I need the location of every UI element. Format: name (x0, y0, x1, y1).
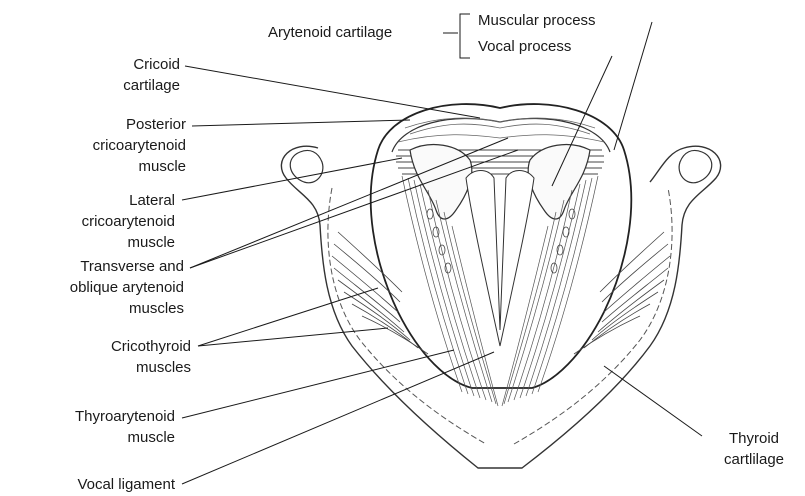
label-line: Transverse and (70, 256, 184, 277)
label-vocal-process: Vocal process (478, 36, 571, 57)
label-line: Cricothyroid (111, 336, 191, 357)
label-line: Posterior (93, 114, 186, 135)
label-thyroarytenoid: Thyroarytenoid muscle (75, 406, 175, 448)
label-transverse-oblique-arytenoid: Transverse and oblique arytenoid muscles (70, 256, 184, 319)
cricothyroid-right-fibers (574, 232, 670, 354)
label-vocal-ligament: Vocal ligament (77, 474, 175, 495)
label-muscular-process-text: Muscular process (478, 10, 596, 31)
glottis (466, 171, 534, 347)
label-thyroid-cartilage: Thyroid cartlilage (706, 428, 802, 470)
arytenoid-right (528, 145, 590, 219)
label-line: cartilage (123, 75, 180, 96)
label-posterior-cricoarytenoid: Posterior cricoarytenoid muscle (93, 114, 186, 177)
label-line: Lateral (82, 190, 175, 211)
arytenoid-left (410, 145, 472, 219)
label-line: cricoarytenoid (82, 211, 175, 232)
label-line: cartlilage (706, 449, 802, 470)
label-arytenoid-cartilage: Arytenoid cartilage (268, 22, 392, 43)
thyroid-superior-horn-right (679, 150, 712, 182)
label-line: cricoarytenoid (93, 135, 186, 156)
cricoid-cartilage-shape (371, 104, 632, 388)
cricoid-hatching (398, 118, 604, 142)
label-vocal-process-text: Vocal process (478, 36, 571, 57)
label-line: muscle (93, 156, 186, 177)
label-line: Thyroid (706, 428, 802, 449)
label-vocal-ligament-text: Vocal ligament (77, 474, 175, 495)
label-arytenoid-cartilage-text: Arytenoid cartilage (268, 22, 392, 43)
label-muscular-process: Muscular process (478, 10, 596, 31)
cricothyroid-left-fibers (332, 232, 428, 354)
label-line: Thyroarytenoid (75, 406, 175, 427)
label-line: muscle (75, 427, 175, 448)
label-lateral-cricoarytenoid: Lateral cricoarytenoid muscle (82, 190, 175, 253)
label-line: muscle (82, 232, 175, 253)
label-line: Cricoid (123, 54, 180, 75)
label-line: muscles (70, 298, 184, 319)
label-line: muscles (111, 357, 191, 378)
label-cricothyroid: Cricothyroid muscles (111, 336, 191, 378)
label-line: oblique arytenoid (70, 277, 184, 298)
label-cricoid-cartilage: Cricoid cartilage (123, 54, 180, 96)
leader-lines (182, 14, 702, 484)
